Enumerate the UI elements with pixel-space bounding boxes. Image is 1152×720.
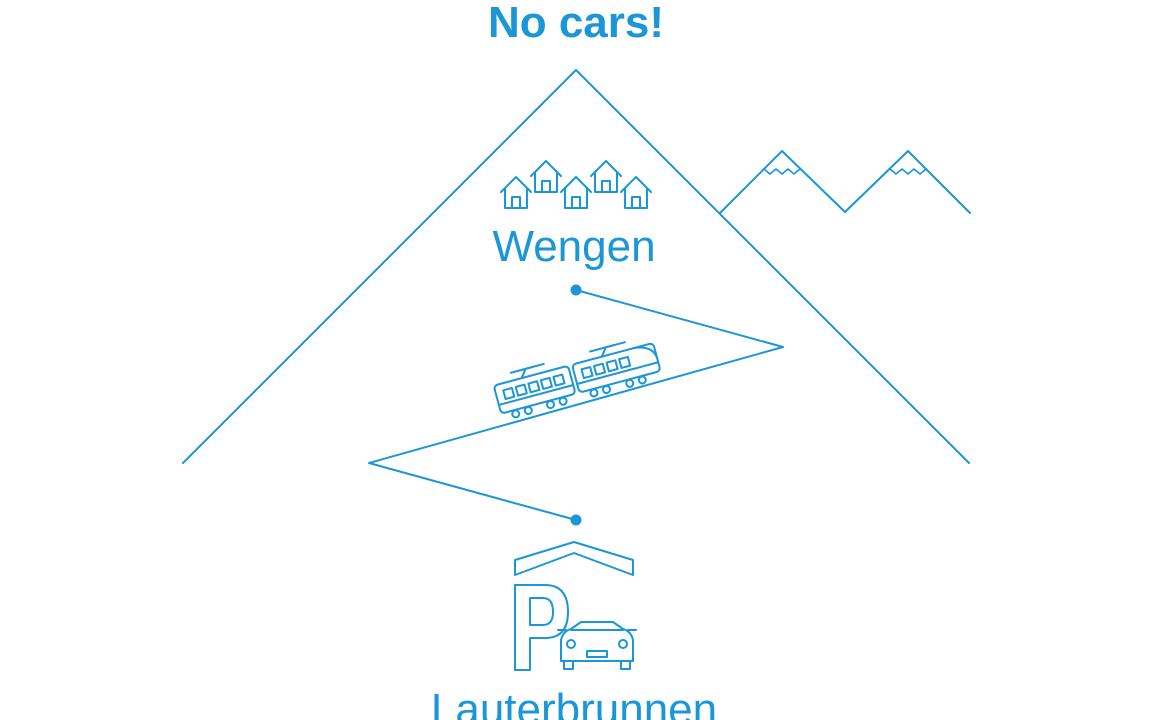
page-title: No cars!	[487, 0, 665, 47]
car-icon	[557, 621, 637, 670]
snow-peak-icon	[719, 150, 971, 214]
mountain-icon	[182, 69, 970, 464]
parking-icon	[514, 541, 634, 671]
station-dot-top	[570, 284, 582, 296]
train-icon	[493, 341, 661, 419]
station-label-bottom: Lauterbrunnen	[430, 685, 718, 720]
station-dot-bottom	[570, 514, 582, 526]
rail-line	[368, 289, 784, 521]
station-label-top: Wengen	[492, 222, 656, 271]
houses-icon	[500, 160, 652, 209]
